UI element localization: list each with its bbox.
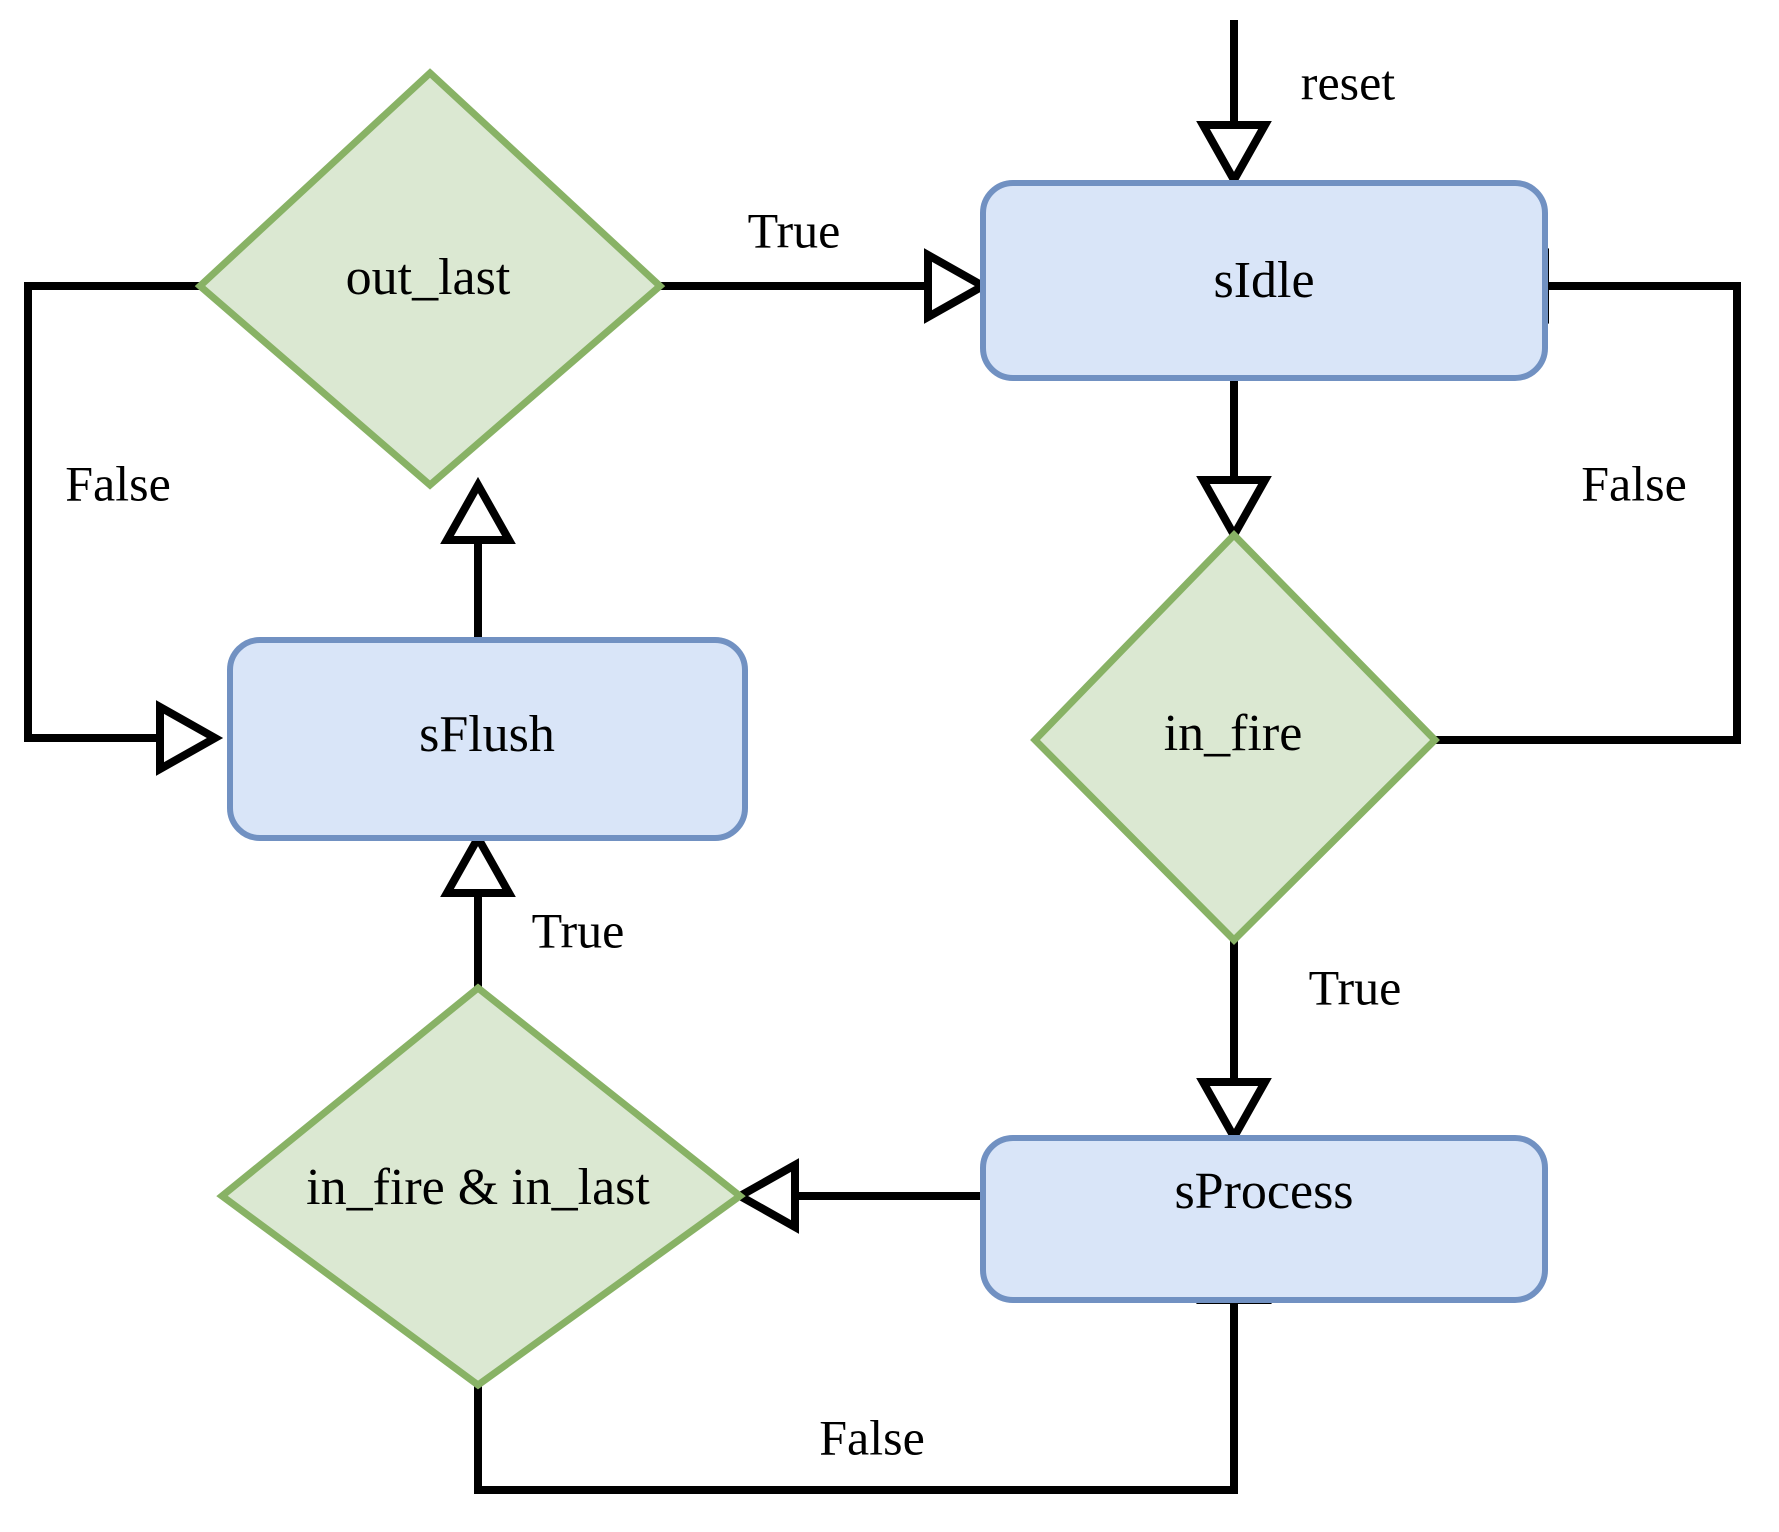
state-node-sprocess[interactable]: sProcess	[980, 1135, 1548, 1303]
arrowhead-sidle-infire	[1196, 476, 1272, 544]
edge-infire-true-to-sprocess	[1196, 940, 1272, 1146]
edge-label-in-fire-true: True	[1309, 959, 1402, 1015]
decision-label-in-fire-in-last: in_fire & in_last	[306, 1159, 650, 1216]
edge-label-in-last-false: False	[819, 1409, 925, 1465]
edge-label-reset: reset	[1301, 54, 1395, 110]
decision-diamond-in-fire-in-last[interactable]	[216, 983, 746, 1390]
state-label-sprocess: sProcess	[1174, 1163, 1353, 1220]
arrowhead-reset	[1196, 121, 1272, 189]
arrowhead-infire-true	[1196, 1078, 1272, 1146]
state-label-sflush: sFlush	[419, 706, 555, 763]
edge-reset-to-sidle	[1196, 20, 1272, 189]
edge-sprocess-to-decision	[731, 1158, 983, 1234]
state-box-sprocess[interactable]	[980, 1135, 1548, 1303]
state-box-sflush[interactable]	[227, 637, 748, 841]
edge-outlast-false-to-sflush	[24, 282, 224, 776]
decision-label-out-last: out_last	[346, 249, 511, 306]
edge-label-out-last-false: False	[65, 455, 171, 511]
decision-label-in-fire: in_fire	[1164, 705, 1303, 762]
arrowhead-outlast-true	[924, 248, 992, 324]
edge-sflush-to-outlast	[440, 476, 516, 640]
edge-line-infire-false	[1305, 282, 1741, 744]
edge-outlast-true-to-sidle	[660, 248, 992, 324]
state-label-sidle: sIdle	[1213, 252, 1314, 309]
edge-label-in-last-true: True	[532, 902, 625, 958]
edge-sidle-to-infire	[1196, 378, 1272, 544]
arrowhead-sprocess-decision	[731, 1158, 799, 1234]
edge-line-decision-false	[474, 1300, 1238, 1494]
edge-line-outlast-false	[24, 282, 200, 742]
edge-label-in-fire-false: False	[1581, 455, 1687, 511]
arrowhead-outlast-false	[156, 700, 224, 776]
state-node-sidle[interactable]: sIdle	[980, 180, 1548, 381]
edge-label-out-last-true: True	[748, 202, 841, 258]
decision-diamond-in-fire[interactable]	[1030, 529, 1440, 945]
arrowhead-sflush-outlast	[440, 476, 516, 544]
edge-decision-true-to-sflush	[440, 829, 516, 988]
decision-node-in-fire-in-last[interactable]: in_fire & in_last	[216, 983, 746, 1390]
state-node-sflush[interactable]: sFlush	[227, 637, 748, 841]
decision-diamond-out-last[interactable]	[194, 68, 666, 490]
decision-node-in-fire[interactable]: in_fire	[1030, 529, 1440, 945]
arrowhead-decision-true	[440, 829, 516, 897]
state-box-sidle[interactable]	[980, 180, 1548, 381]
decision-node-out-last[interactable]: out_last	[194, 68, 666, 490]
